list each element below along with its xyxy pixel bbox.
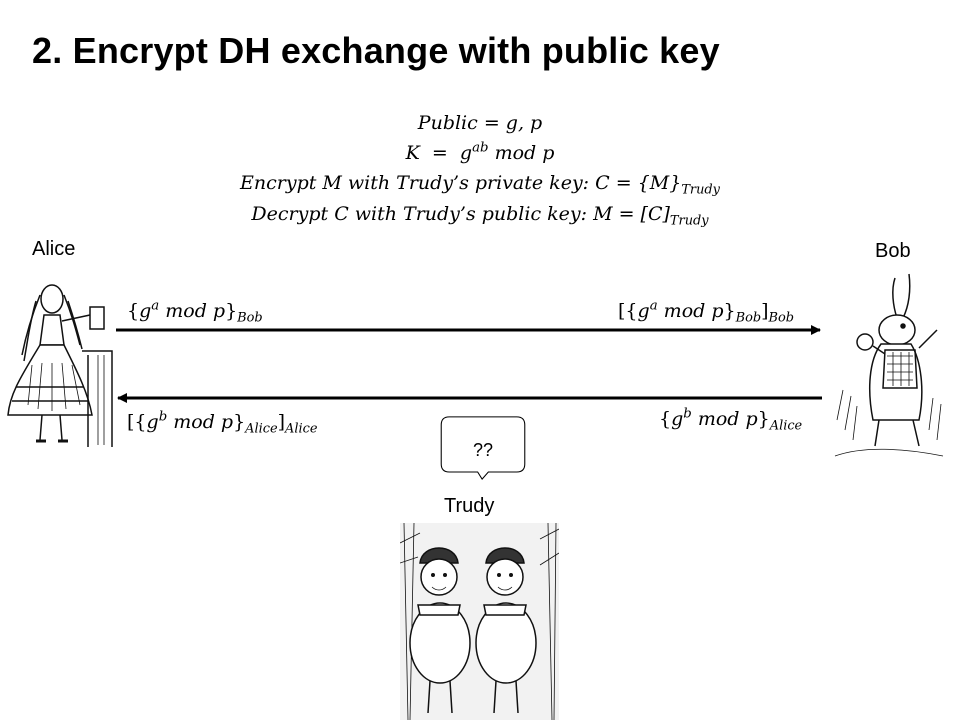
message-alice-receives: [{gb mod p}Alice]Alice bbox=[127, 409, 318, 437]
slide-title: 2. Encrypt DH exchange with public key bbox=[32, 30, 720, 71]
message-alice-sends: {ga mod p}Bob bbox=[127, 298, 263, 326]
trudy-label: Trudy bbox=[444, 495, 495, 517]
decrypt-equation: Decrypt C with Trudy’s public key: M = [… bbox=[251, 203, 709, 229]
speech-bubble-text: ?? bbox=[472, 440, 494, 460]
bob-label: Bob bbox=[875, 240, 911, 262]
alice-label: Alice bbox=[32, 238, 76, 260]
bob-rabbit-illustration bbox=[834, 273, 944, 457]
shared-key-equation: K = gab mod p bbox=[405, 140, 555, 164]
encrypt-equation: Encrypt M with Trudy’s private key: C = … bbox=[240, 172, 720, 198]
public-params-equation: Public = g, p bbox=[417, 112, 543, 134]
message-bob-receives: [{ga mod p}Bob]Bob bbox=[618, 298, 795, 326]
trudy-speech-bubble bbox=[440, 416, 526, 480]
message-bob-sends: {gb mod p}Alice bbox=[659, 406, 803, 434]
trudy-twins-illustration bbox=[400, 523, 559, 720]
alice-illustration bbox=[7, 284, 113, 447]
